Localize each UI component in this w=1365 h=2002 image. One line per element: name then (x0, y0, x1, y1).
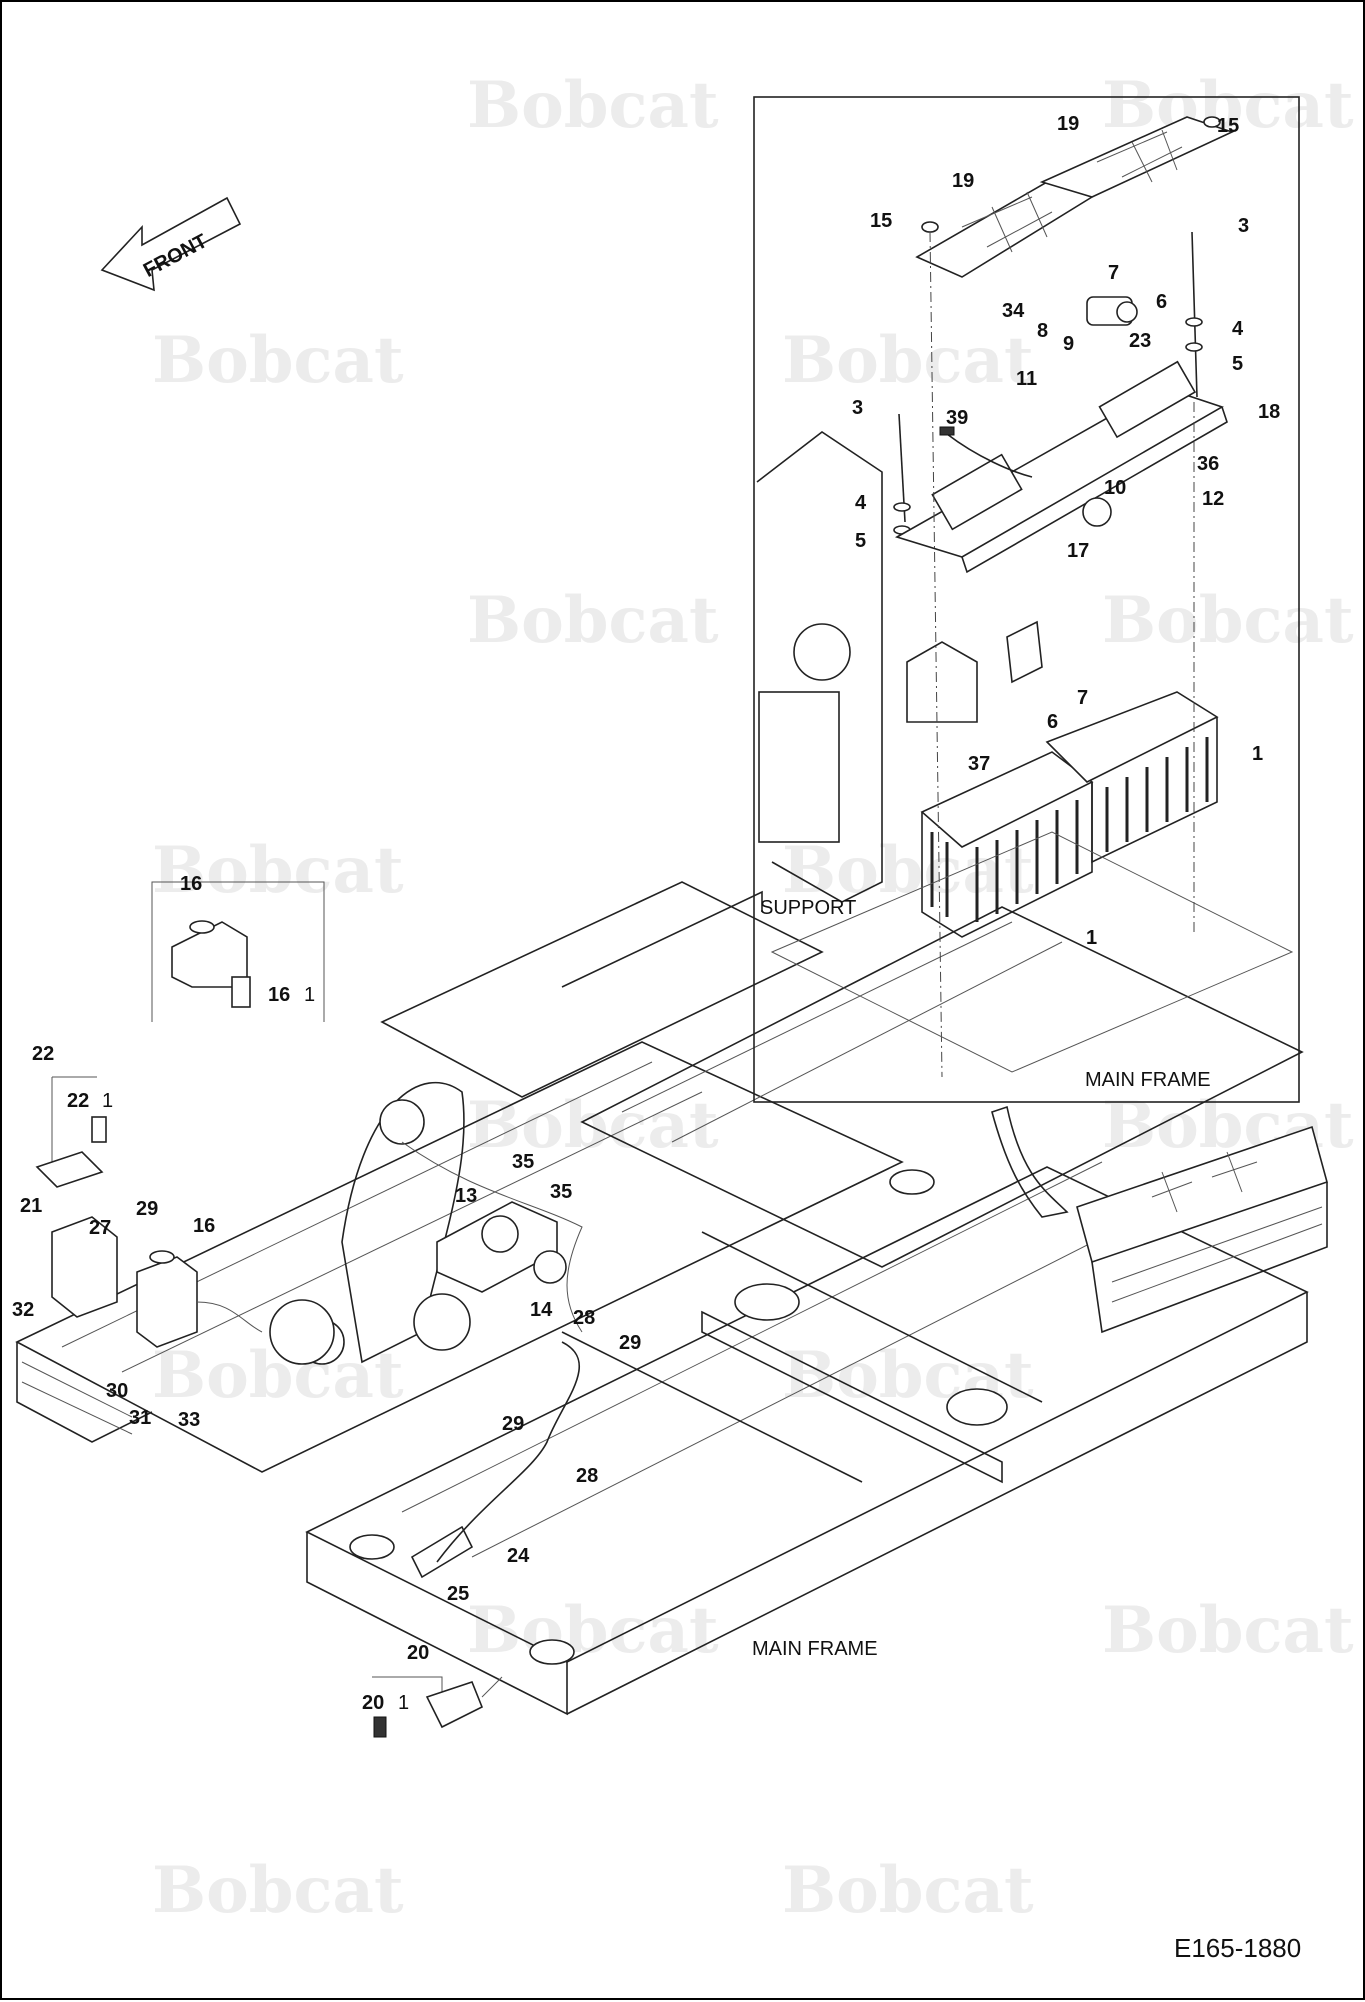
lamp-bracket-assembly (35, 1076, 263, 1348)
callout-29: 29 (136, 1198, 158, 1220)
callout-1: 1 (1086, 927, 1097, 949)
callout-27: 27 (89, 1217, 111, 1239)
callout-19: 19 (952, 170, 974, 192)
callout-17: 17 (1067, 540, 1089, 562)
callout-4: 4 (855, 492, 867, 514)
callout-7: 7 (1077, 687, 1088, 709)
callout-29: 29 (619, 1332, 641, 1354)
callout-24: 24 (507, 1545, 530, 1567)
callout-3: 3 (1238, 215, 1249, 237)
callout-11: 11 (1016, 368, 1037, 390)
callout-35: 35 (550, 1181, 572, 1203)
callout-10: 10 (1104, 477, 1126, 499)
callout-16: 16 (193, 1215, 215, 1237)
watermark: Bobcat (467, 583, 719, 658)
watermark: Bobcat (782, 833, 1034, 908)
callout-23: 23 (1129, 330, 1151, 352)
battery-assembly-on-frame (991, 1105, 1328, 1334)
callout-qty: 1 (102, 1090, 113, 1112)
washer-tank-detail (151, 881, 325, 1022)
watermark-group: Bobcat Bobcat Bobcat Bobcat Bobcat Bobca… (152, 68, 1354, 1928)
callout-12: 12 (1202, 488, 1224, 510)
work-light-detail (372, 1676, 503, 1738)
callout-labels: 15 19 19 15 3 7 6 34 8 9 23 4 5 11 18 3 … (12, 113, 1280, 1714)
horn-and-wiring (401, 1141, 583, 1579)
callout-28: 28 (576, 1465, 598, 1487)
callout-3: 3 (852, 397, 863, 419)
callout-7: 7 (1108, 262, 1119, 284)
callout-37: 37 (968, 753, 990, 775)
callout-15: 15 (870, 210, 892, 232)
callout-8: 8 (1037, 320, 1048, 342)
callout-19: 19 (1057, 113, 1079, 135)
callout-6: 6 (1156, 291, 1167, 313)
watermark: Bobcat (467, 1088, 719, 1163)
callout-32: 32 (12, 1299, 34, 1321)
callout-29: 29 (502, 1413, 524, 1435)
callout-1: 1 (1252, 743, 1263, 765)
callout-31: 31 (129, 1407, 151, 1429)
watermark: Bobcat (1102, 583, 1354, 658)
callout-36: 36 (1197, 453, 1219, 475)
callout-5: 5 (1232, 353, 1243, 375)
watermark: Bobcat (782, 1853, 1034, 1928)
callout-qty: 1 (304, 984, 315, 1006)
callout-22: 22 (32, 1043, 54, 1065)
callout-6: 6 (1047, 711, 1058, 733)
callout-34: 34 (1002, 300, 1025, 322)
callout-5: 5 (855, 530, 866, 552)
callout-35: 35 (512, 1151, 534, 1173)
callout-9: 9 (1063, 333, 1074, 355)
callout-18: 18 (1258, 401, 1280, 423)
watermark: Bobcat (467, 68, 719, 143)
callout-22: 22 (67, 1090, 89, 1112)
watermark: Bobcat (467, 1593, 719, 1668)
callout-20: 20 (362, 1692, 384, 1714)
support-label: SUPPORT (760, 897, 856, 919)
callout-33: 33 (178, 1409, 200, 1431)
watermark: Bobcat (782, 323, 1034, 398)
main-frame-label: MAIN FRAME (752, 1638, 878, 1660)
callout-qty: 1 (398, 1692, 409, 1714)
watermark: Bobcat (152, 1853, 404, 1928)
callout-16: 16 (268, 984, 290, 1006)
callout-30: 30 (106, 1380, 128, 1402)
main-frame-inset-label: MAIN FRAME (1085, 1069, 1211, 1091)
battery-exploded-view (756, 116, 1294, 1078)
main-frame-drawing (15, 881, 1309, 1716)
callout-25: 25 (447, 1583, 469, 1605)
watermark: Bobcat (152, 323, 404, 398)
callout-4: 4 (1232, 318, 1244, 340)
callout-13: 13 (455, 1185, 477, 1207)
inset-frame (753, 96, 1300, 1103)
document-number: E165-1880 (1174, 1933, 1301, 1963)
callout-16: 16 (180, 873, 202, 895)
watermark: Bobcat (1102, 1593, 1354, 1668)
callout-21: 21 (20, 1195, 42, 1217)
callout-15: 15 (1217, 115, 1239, 137)
watermark: Bobcat (152, 833, 404, 908)
callout-39: 39 (946, 407, 968, 429)
front-direction-arrow: FRONT (100, 196, 242, 292)
callout-20: 20 (407, 1642, 429, 1664)
callout-14: 14 (530, 1299, 553, 1321)
callout-28: 28 (573, 1307, 595, 1329)
